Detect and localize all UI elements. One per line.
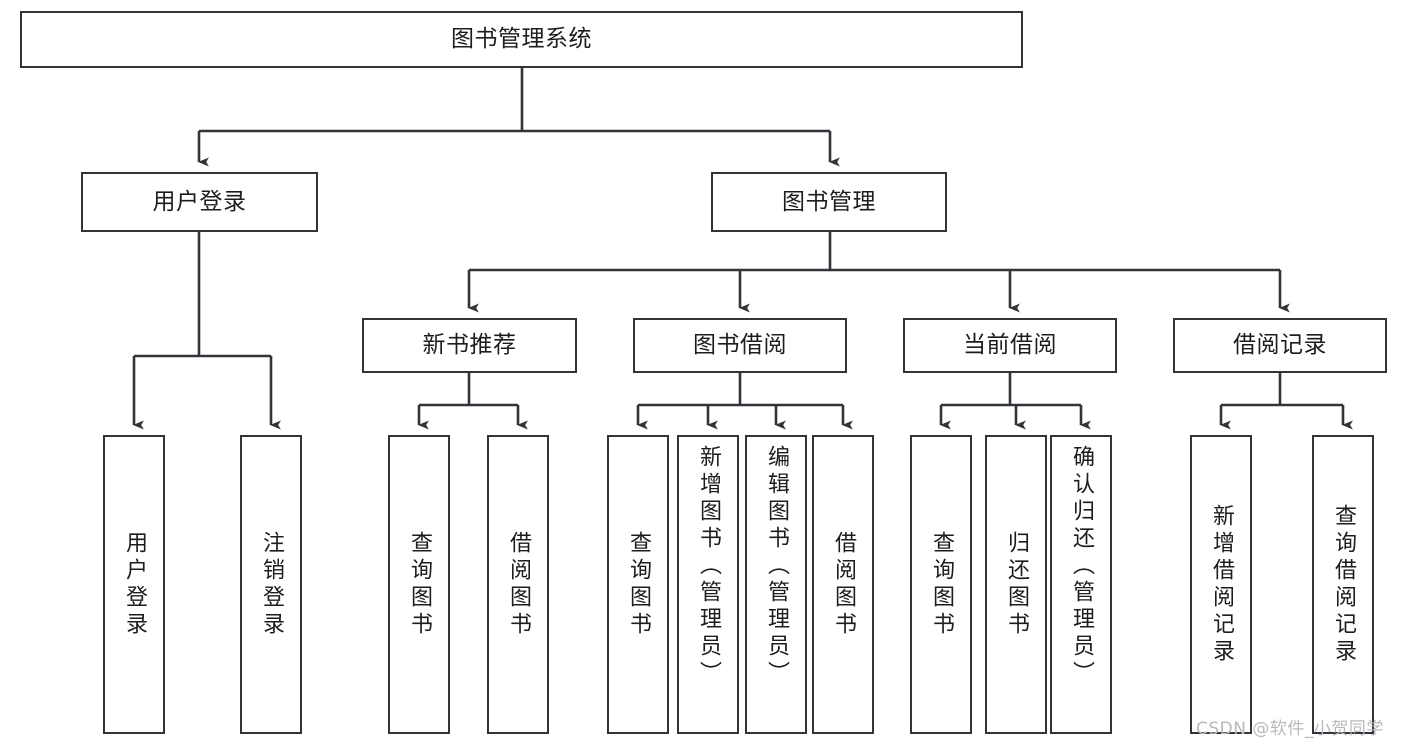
node-book-borrow-label: 图书借阅 <box>693 332 787 359</box>
node-book-manage[interactable]: 图书管理 <box>711 172 947 232</box>
leaf-borrow-book-2[interactable]: 借阅图书 <box>812 435 874 734</box>
node-borrow-record-label: 借阅记录 <box>1233 332 1327 359</box>
leaf-confirm-return-admin-label: 确认归还（管理员） <box>1069 445 1094 688</box>
leaf-query-book-3-label: 查询图书 <box>929 530 954 639</box>
leaf-borrow-book-1-label: 借阅图书 <box>506 530 531 639</box>
node-new-book-rec-label: 新书推荐 <box>422 332 517 359</box>
leaf-borrow-book-2-label: 借阅图书 <box>831 530 856 639</box>
leaf-add-borrow-record[interactable]: 新增借阅记录 <box>1190 435 1252 734</box>
leaf-return-book[interactable]: 归还图书 <box>985 435 1047 734</box>
node-book-borrow[interactable]: 图书借阅 <box>633 318 847 373</box>
leaf-query-book-3[interactable]: 查询图书 <box>910 435 972 734</box>
leaf-add-book-admin-label: 新增图书（管理员） <box>696 445 721 688</box>
leaf-logout-label: 注销登录 <box>259 530 284 639</box>
node-user-login-label: 用户登录 <box>152 188 247 215</box>
leaf-query-borrow-record-label: 查询借阅记录 <box>1331 503 1356 666</box>
leaf-edit-book-admin-label: 编辑图书（管理员） <box>764 445 789 688</box>
leaf-query-book-2-label: 查询图书 <box>626 530 651 639</box>
leaf-add-borrow-record-label: 新增借阅记录 <box>1209 503 1234 666</box>
leaf-user-login-label: 用户登录 <box>122 530 147 639</box>
leaf-query-book-1-label: 查询图书 <box>407 530 432 639</box>
leaf-confirm-return-admin[interactable]: 确认归还（管理员） <box>1050 435 1112 734</box>
leaf-query-book-1[interactable]: 查询图书 <box>388 435 450 734</box>
leaf-borrow-book-1[interactable]: 借阅图书 <box>487 435 549 734</box>
leaf-user-login[interactable]: 用户登录 <box>103 435 165 734</box>
node-user-login[interactable]: 用户登录 <box>81 172 318 232</box>
node-new-book-rec[interactable]: 新书推荐 <box>362 318 577 373</box>
leaf-return-book-label: 归还图书 <box>1004 530 1029 639</box>
node-book-manage-label: 图书管理 <box>782 188 876 215</box>
leaf-query-book-2[interactable]: 查询图书 <box>607 435 669 734</box>
node-current-borrow-label: 当前借阅 <box>963 332 1057 359</box>
csdn-watermark: CSDN @软件_小贺同学 <box>1196 719 1384 739</box>
leaf-query-borrow-record[interactable]: 查询借阅记录 <box>1312 435 1374 734</box>
node-root[interactable]: 图书管理系统 <box>20 11 1023 68</box>
leaf-logout[interactable]: 注销登录 <box>240 435 302 734</box>
node-current-borrow[interactable]: 当前借阅 <box>903 318 1117 373</box>
leaf-add-book-admin[interactable]: 新增图书（管理员） <box>677 435 739 734</box>
node-root-label: 图书管理系统 <box>451 26 592 53</box>
node-borrow-record[interactable]: 借阅记录 <box>1173 318 1387 373</box>
leaf-edit-book-admin[interactable]: 编辑图书（管理员） <box>745 435 807 734</box>
